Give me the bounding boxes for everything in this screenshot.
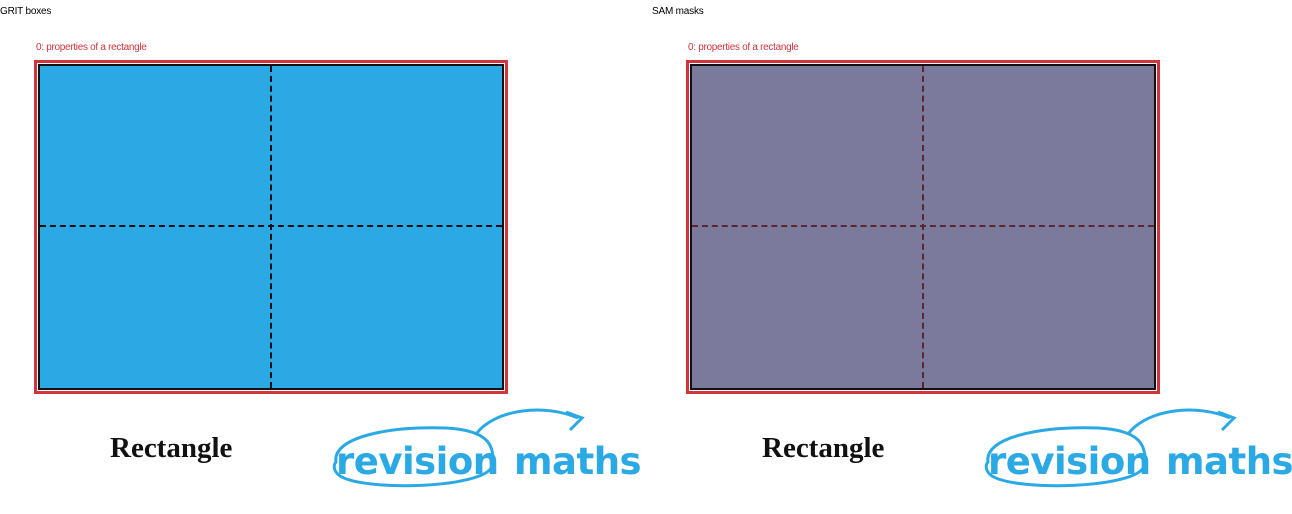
logo-swoosh-icon (984, 408, 1237, 488)
bounding-box (34, 60, 508, 394)
grit-boxes-panel: GRIT boxes 0: properties of a rectangle … (0, 6, 642, 498)
logo-word-maths: maths (514, 440, 642, 483)
logo-word-revision: revision (336, 440, 499, 483)
shape-name: Rectangle (762, 432, 885, 464)
box-label: 0: properties of a rectangle (36, 42, 147, 53)
panel-title: SAM masks (652, 6, 704, 17)
bounding-box (686, 60, 1160, 394)
logo-word-maths: maths (1166, 440, 1292, 483)
horizontal-dashed-line (692, 225, 1154, 228)
revision-maths-logo: revision maths (978, 404, 1292, 498)
rectangle-diagram-masked (690, 64, 1156, 390)
panel-title: GRIT boxes (0, 6, 52, 17)
logo-swoosh-icon (332, 408, 585, 488)
rectangle-diagram (38, 64, 504, 390)
logo-word-revision: revision (988, 440, 1151, 483)
sam-masks-panel: SAM masks 0: properties of a rectangle R… (652, 0, 1292, 514)
horizontal-dashed-line (40, 225, 502, 228)
box-label: 0: properties of a rectangle (688, 42, 799, 53)
revision-maths-logo: revision maths (326, 404, 642, 498)
shape-name: Rectangle (110, 432, 233, 464)
